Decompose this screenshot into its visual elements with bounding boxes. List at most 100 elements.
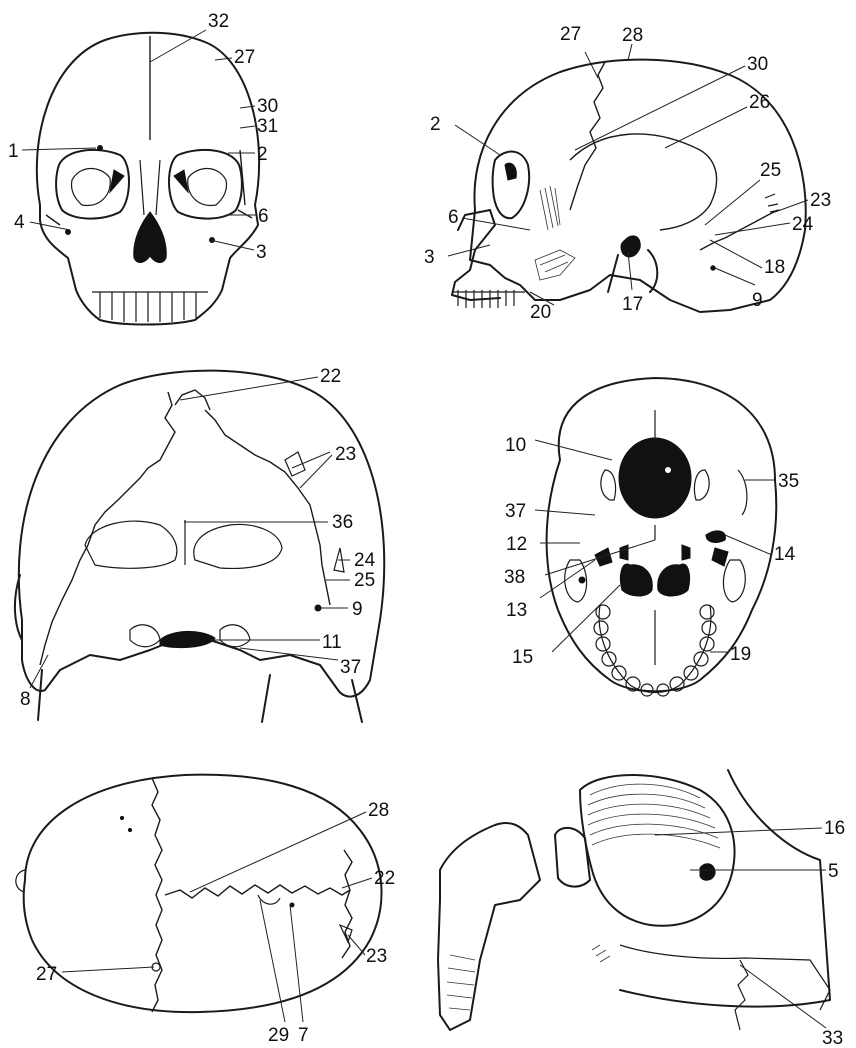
label-lateral-3: 3 [424, 247, 435, 268]
coronal-suture-superior [152, 778, 162, 1012]
right-mastoid-posterior [352, 680, 362, 722]
styloid-process [608, 255, 618, 292]
label-posterior-36: 36 [332, 512, 353, 533]
sutural-bones-23 [765, 194, 780, 212]
foramen-magnum-highlight [665, 467, 671, 473]
dot-superior-2 [128, 828, 131, 831]
label-detail-16: 16 [824, 818, 845, 839]
label-superior-29: 29 [268, 1025, 289, 1046]
tooth-r4 [694, 652, 708, 666]
label-posterior-11: 11 [322, 632, 342, 653]
label-inferior-12: 12 [506, 534, 527, 555]
label-inferior-14: 14 [774, 544, 796, 565]
superior-cranium-outline [24, 775, 382, 1012]
label-lateral-23: 23 [810, 190, 831, 211]
figure-lateral-view: 27 28 30 26 2 25 23 6 24 18 3 9 20 17 [424, 24, 831, 323]
label-anterior-27: 27 [234, 47, 255, 68]
label-posterior-23: 23 [335, 444, 356, 465]
detail-head-hatching [588, 784, 720, 848]
label-lateral-25: 25 [760, 160, 781, 181]
right-choana [658, 564, 690, 596]
label-anterior-2: 2 [257, 144, 268, 165]
mastoid-right-inferior [723, 560, 745, 602]
label-inferior-15: 15 [512, 647, 533, 668]
lambdoid-suture-lateral [700, 210, 778, 250]
label-posterior-25: 25 [354, 570, 375, 591]
tooth-l3 [596, 637, 610, 651]
label-superior-28: 28 [368, 800, 389, 821]
label-anterior-1: 1 [8, 141, 19, 162]
label-lateral-28: 28 [622, 25, 643, 46]
jugular-foramen-right [712, 548, 728, 566]
left-orbit-inner [71, 168, 110, 205]
figure-superior-view: 28 22 23 27 29 7 [16, 775, 395, 1046]
pterygoid-left [620, 545, 628, 560]
label-posterior-8: 8 [20, 689, 31, 710]
label-lateral-30: 30 [747, 54, 768, 75]
label-superior-22: 22 [374, 868, 395, 889]
right-styloid-posterior [262, 675, 270, 722]
detail-left-hatching [447, 955, 475, 1010]
label-posterior-22: 22 [320, 366, 341, 387]
sagittal-suture-superior [165, 885, 350, 898]
right-orbit-fissure [174, 170, 188, 192]
dot-superior-1 [120, 816, 123, 819]
detail-lower-contour [620, 945, 830, 1010]
detail-serrated-edge [735, 960, 748, 1030]
detail-wedge [555, 828, 590, 887]
detail-head-outline [580, 775, 735, 926]
label-superior-27: 27 [36, 964, 57, 985]
label-inferior-35: 35 [778, 471, 799, 492]
left-mastoid-posterior [38, 670, 42, 720]
label-anterior-6: 6 [258, 206, 269, 227]
detail-small-hatch [592, 945, 610, 962]
label-lateral-26: 26 [749, 92, 770, 113]
foramen-lacerum-14 [706, 531, 725, 543]
label-anterior-4: 4 [14, 212, 25, 233]
right-orbit-inner [188, 168, 227, 205]
label-posterior-9: 9 [352, 599, 363, 620]
figure-inferior-view: 10 35 37 12 14 38 13 15 19 [504, 378, 799, 696]
sutural-bone-29 [258, 895, 280, 904]
label-lateral-18: 18 [764, 257, 785, 278]
left-choana [620, 564, 652, 596]
lambdoid-suture-superior [342, 850, 352, 958]
mastoid-foramen [711, 266, 715, 270]
label-lateral-9: 9 [752, 290, 763, 311]
foramen-magnum-posterior [160, 631, 215, 647]
label-lateral-17: 17 [622, 294, 643, 315]
supraorbital-foramen [98, 146, 103, 151]
zygomatic-arch-inferior-right [738, 470, 747, 515]
tooth-r1 [700, 605, 714, 619]
nasal-aperture [134, 212, 167, 262]
label-superior-7: 7 [298, 1025, 309, 1046]
label-inferior-10: 10 [505, 435, 526, 456]
label-anterior-31: 31 [257, 116, 278, 137]
label-anterior-30: 30 [257, 96, 278, 117]
label-posterior-24: 24 [354, 550, 376, 571]
figure-posterior-view: 22 23 36 24 25 9 11 8 37 [15, 366, 384, 722]
left-orbit-fissure [110, 170, 124, 192]
left-orbit [56, 150, 129, 219]
right-orbit [169, 150, 242, 219]
occipital-fossae [85, 521, 282, 568]
pterygoid-right [682, 545, 690, 560]
label-lateral-2: 2 [430, 114, 441, 135]
label-lateral-24: 24 [792, 214, 814, 235]
label-lateral-20: 20 [530, 302, 551, 323]
jugular-foramen-left [595, 548, 612, 566]
greater-wing-hatch [540, 186, 560, 230]
label-inferior-37: 37 [505, 501, 526, 522]
label-posterior-37: 37 [340, 657, 361, 678]
figure-detail-view: 16 5 33 [438, 770, 845, 1048]
coronal-suture-lateral [570, 62, 605, 210]
nasal-bones [140, 160, 160, 215]
label-anterior-32: 32 [208, 11, 229, 32]
label-detail-33: 33 [822, 1028, 843, 1048]
tooth-l4 [602, 652, 616, 666]
zygomatic-arch-hatch [535, 250, 575, 280]
squamous-suture [570, 134, 717, 230]
upper-teeth [92, 292, 208, 322]
label-detail-5: 5 [828, 861, 839, 882]
